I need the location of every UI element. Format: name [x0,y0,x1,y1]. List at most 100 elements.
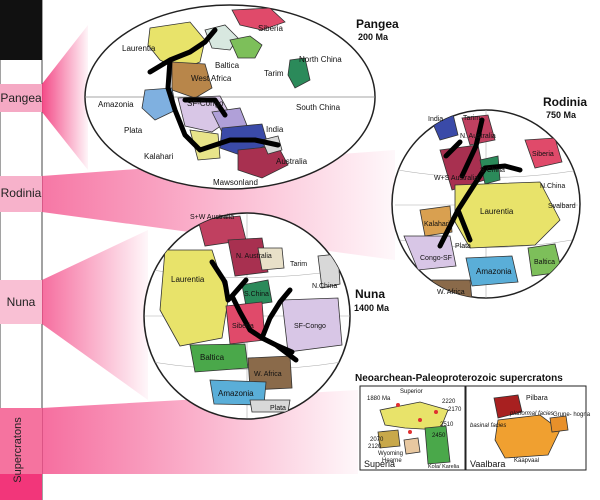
rodinia-label: Tarim [463,115,480,122]
timeline-bar [0,0,43,500]
vaalbara-label: Kaapvaal [514,458,539,464]
pangea-label: West Africa [191,74,232,83]
pangea-rifts [147,27,281,153]
supercratons-panel: Neoarchean-Paleoproterozoic supercratons… [355,373,591,471]
amazonia-craton-rodinia [465,255,519,287]
pangea-label: India [266,125,284,134]
nuna-label: N.China [312,283,337,290]
pangea-label: Kalahari [144,152,174,161]
wyoming-craton [377,429,401,449]
age-star [408,430,412,434]
timeline-nuna-band [0,280,42,324]
superia-age: 1880 Ma [367,396,391,402]
pangea-title: Pangea [356,17,399,31]
nuna-label: Baltica [200,353,225,362]
rodinia-label: Kalahari [424,221,450,228]
timeline-pangea-band [0,84,42,112]
kalahari-craton-rodinia [419,205,453,237]
s-china-craton-nuna [241,279,273,307]
rodinia-label: Congo-SF [420,255,452,262]
nuna-label: Siberia [232,323,254,330]
timeline-label-rodinia: Rodinia [0,186,42,200]
pangea-age: 200 Ma [358,32,389,42]
nuna-rifts [209,259,299,363]
pangea-label: North China [299,55,342,64]
age-star [396,403,400,407]
nuna-age: 1400 Ma [354,303,390,313]
pangea-band [42,25,88,170]
pangea-label: SF-Congo [187,99,224,108]
superia-age: 2220 [442,399,456,405]
grunehogna-craton [549,415,569,433]
superia-label: Kola/ Karelia [428,464,460,470]
timeline-top-block [0,0,42,60]
nuna-map: Nuna 1400 Ma S+W Australia N. Australia … [143,212,390,420]
kola-karelia-craton [424,425,451,465]
nuna-label: S.China [244,291,269,298]
superia-label: Wyoming [378,451,403,457]
superia-age: 2070 [370,437,384,443]
superia-label: Superior [400,389,423,395]
congo-sf-craton-rodinia [403,235,457,271]
nuna-label: SF-Congo [294,323,326,330]
pangea-label: Amazonia [98,100,134,109]
rodinia-label: Laurentia [480,207,514,216]
kalahari-craton-pangea [189,129,221,161]
laurentia-craton-rodinia [454,181,561,249]
vaalbara-label: Pilbara [526,395,548,402]
nuna-label: Plata [270,405,286,412]
north-china-craton [287,57,311,89]
rodinia-label: W+S Australia [434,175,478,182]
nuna-label: W. Africa [254,371,282,378]
rodinia-label: S.China [480,167,505,174]
west-africa-craton [171,61,213,99]
superia-age: 2450 [432,433,446,439]
tarim-craton-nuna [257,247,285,271]
timeline-rodinia-band [0,176,42,212]
rodinia-label: Plata [455,243,471,250]
rodinia-rifts [437,117,523,249]
siberia-red-craton [231,7,286,31]
superia-age: 2510 [440,422,454,428]
age-star [418,418,422,422]
nuna-title: Nuna [355,287,385,301]
nuna-label: N. Australia [236,253,272,260]
vaalbara-label: Grune- hogna [553,412,591,418]
nuna-label: S+W Australia [190,214,234,221]
nuna-label: Tarim [290,261,307,268]
nuna-label: Laurentia [171,275,205,284]
sf-congo-craton-nuna [281,297,343,353]
superia-age: 2120 [368,444,382,450]
pangea-label: Tarim [264,69,284,78]
baltica-craton-nuna [189,343,249,373]
timeline-supercraton-band [0,408,42,474]
pangea-label: Siberia [258,24,283,33]
pilbara-craton [493,394,523,419]
rodinia-label: W. Africa [437,289,465,296]
superia-name: Superia [364,459,395,469]
rodinia-map: Rodinia 750 Ma India Tarim N. Australia … [391,95,587,299]
pangea-map: Pangea 200 Ma Laurentia Siberia Baltica … [84,4,399,190]
pangea-label: Mawsonland [213,178,258,187]
timeline-label-supercratons-wrap: Supercratons [12,417,24,483]
rodinia-label: Siberia [532,151,554,158]
vaalbara-box: Pilbara platformal facies basinal facies… [465,385,591,471]
nuna-band [42,230,148,400]
siberia-craton-rodinia [524,137,563,169]
nuna-label: Amazonia [218,389,254,398]
pangea-label: Laurentia [122,44,156,53]
rodinia-age: 750 Ma [546,110,577,120]
vaalbara-label: platformal facies [509,411,554,417]
timeline-label-supercratons: Supercratons [12,417,24,483]
rodinia-title: Rodinia [543,95,587,109]
pangea-label: Baltica [215,61,240,70]
rodinia-label: N.China [540,183,565,190]
pangea-label: Plata [124,126,143,135]
vaalbara-name: Vaalbara [470,459,505,469]
rodinia-label: Svalbard [548,203,576,210]
cratons-title: Neoarchean-Paleoproterozoic supercratons [355,373,563,384]
timeline-label-pangea: Pangea [0,91,42,105]
timeline-label-nuna: Nuna [6,295,36,309]
rodinia-label: N. Australia [460,133,496,140]
